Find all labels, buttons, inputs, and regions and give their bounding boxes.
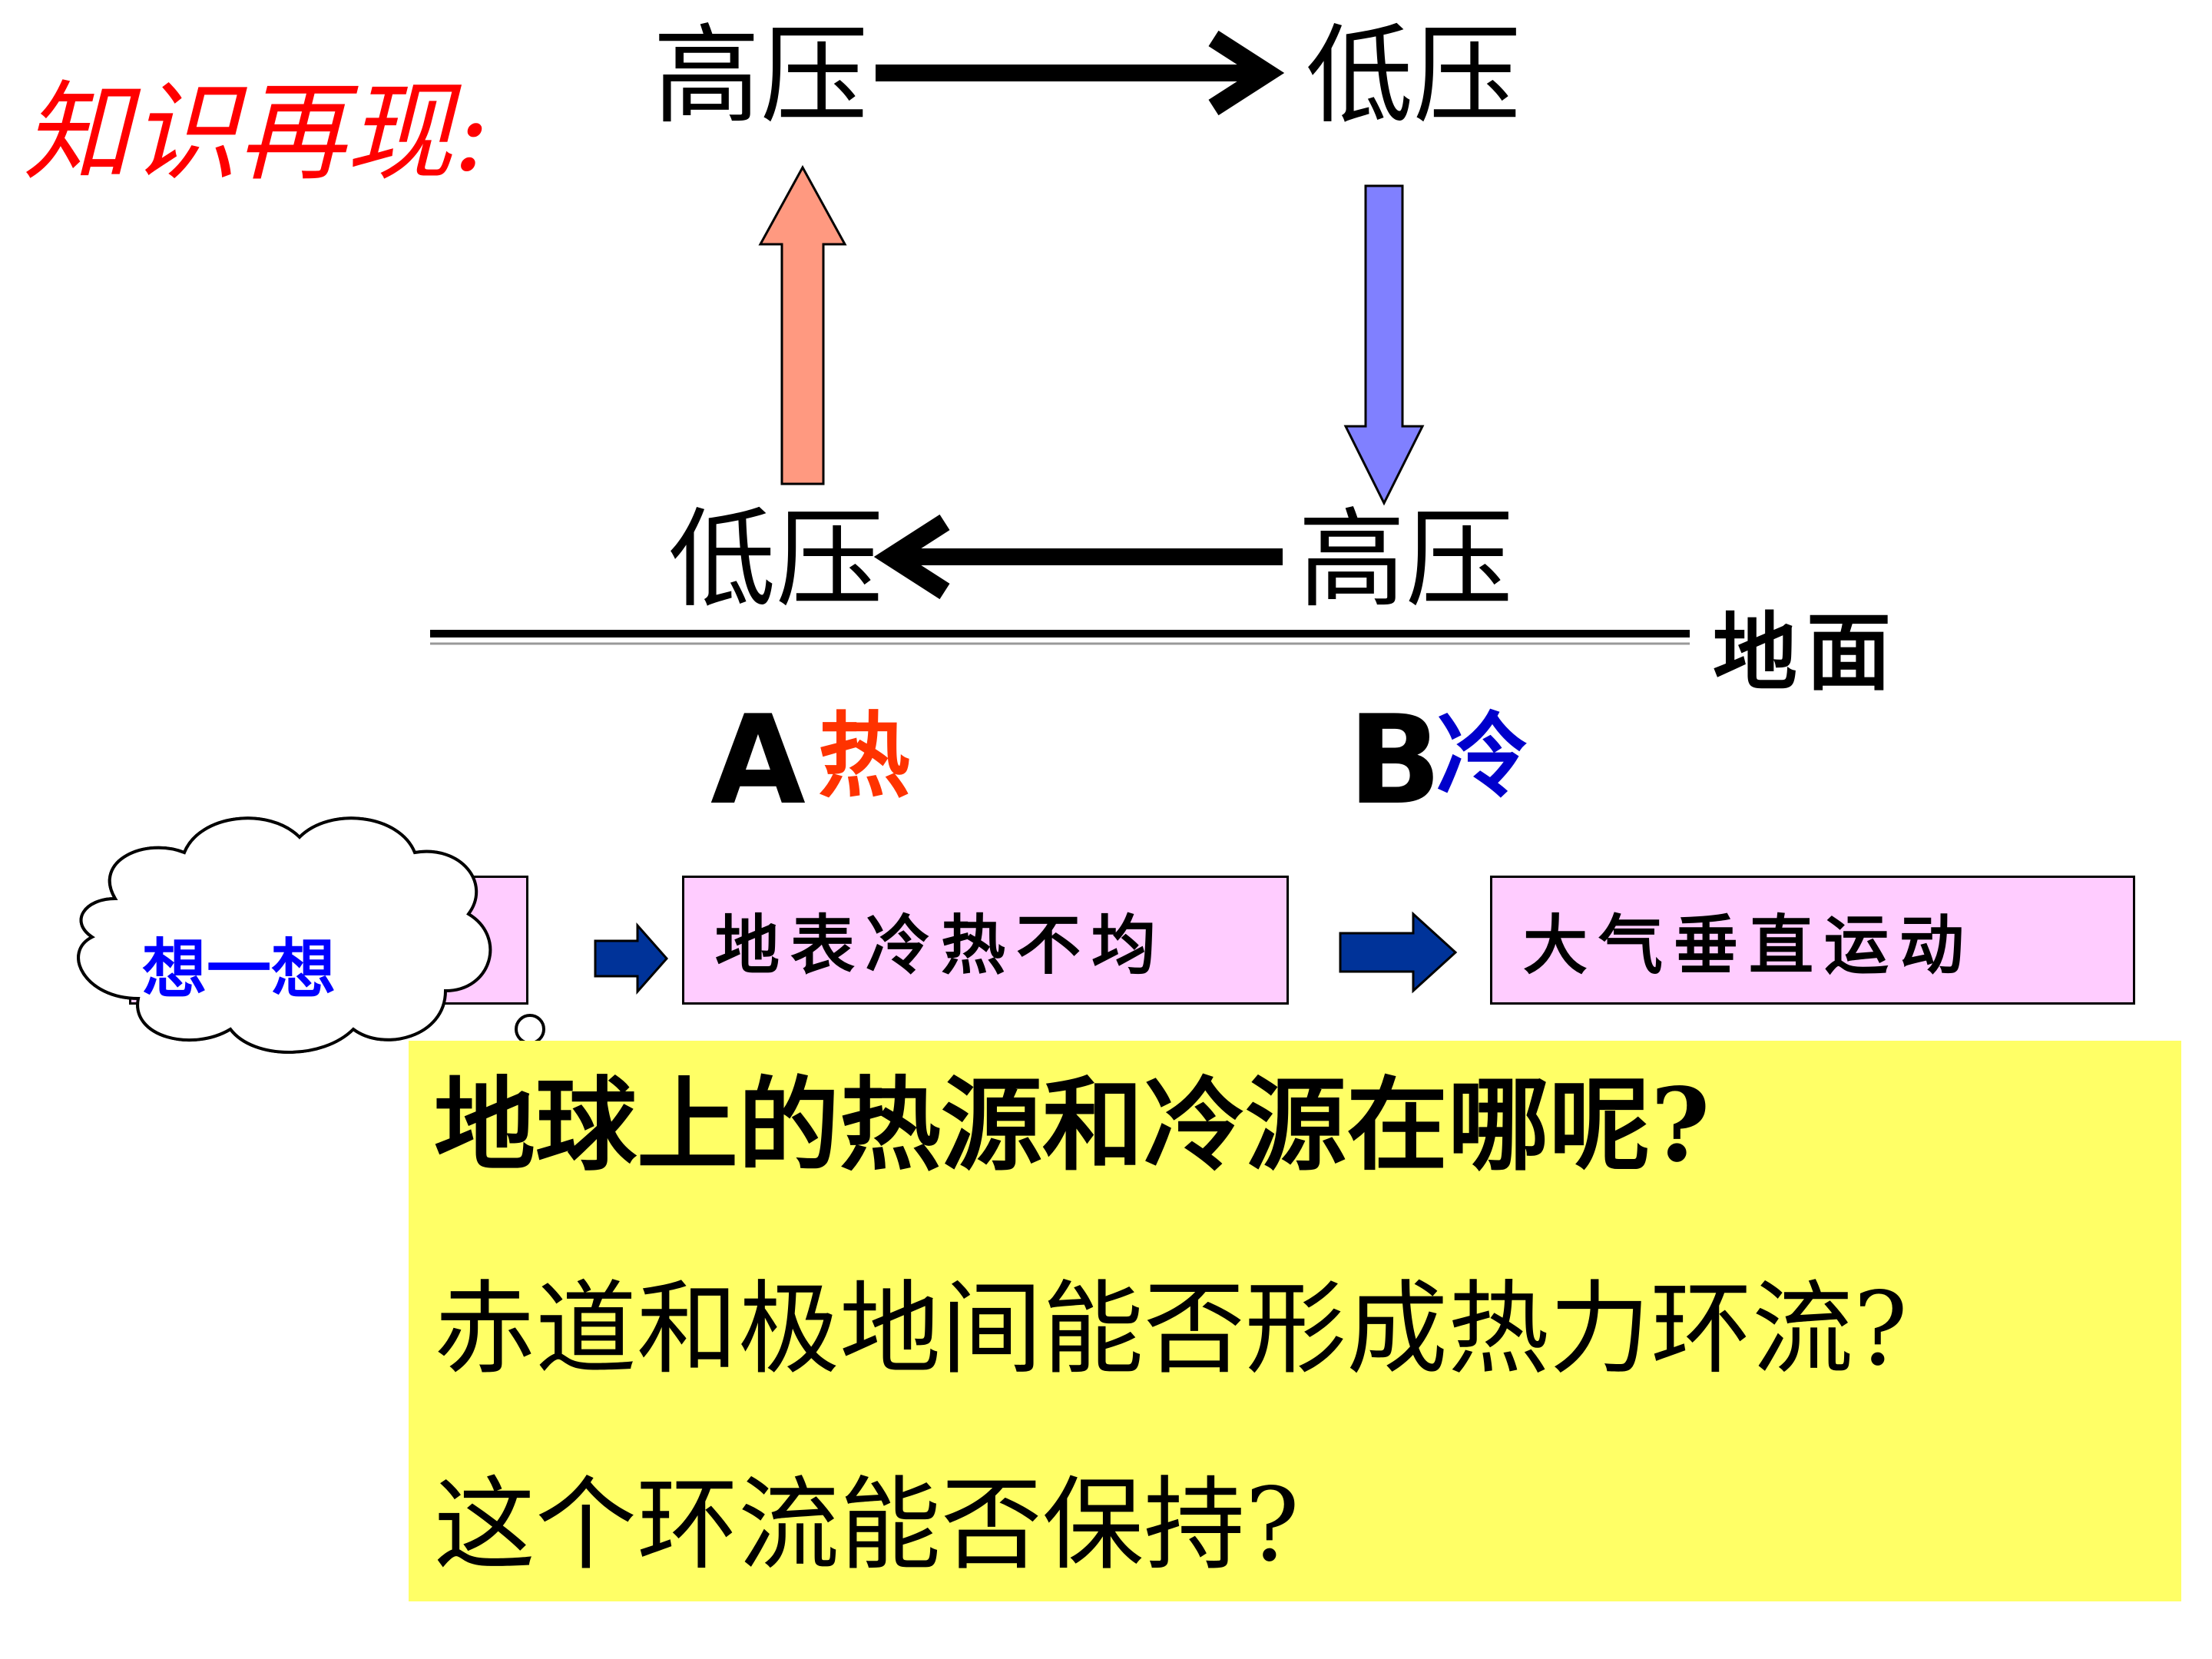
flow-arrow-1 — [594, 922, 669, 995]
pressure-bottom-right: 高压 — [1298, 498, 1514, 623]
flow-box-vertical-air-motion: 大气垂直运动 — [1490, 876, 2135, 1005]
question-panel — [409, 1041, 2181, 1601]
point-a-letter: A — [710, 688, 806, 832]
point-b-letter: B — [1348, 688, 1442, 832]
question-2: 赤道和极地间能否形成热力环流? — [434, 1270, 1908, 1389]
thought-bubble-text: 想一想 — [142, 932, 336, 1007]
pressure-top-left: 高压 — [653, 14, 869, 139]
flow-box-surface-uneven-heating: 地表冷热不均 — [682, 876, 1289, 1005]
sinking-air-arrow — [1343, 184, 1425, 506]
pressure-bottom-left: 低压 — [668, 498, 884, 623]
question-1: 地球上的热源和冷源在哪呢? — [434, 1066, 1710, 1185]
rising-air-arrow — [758, 164, 847, 485]
question-3: 这个环流能否保持? — [434, 1466, 1300, 1584]
point-b-cold-label: 冷 — [1436, 702, 1528, 810]
bottom-arrow — [873, 514, 1283, 600]
ground-label: 地面 — [1713, 603, 1900, 702]
slide-title: 知识再现: — [23, 71, 490, 196]
flow-arrow-2 — [1339, 911, 1458, 994]
pressure-top-right: 低压 — [1306, 14, 1522, 139]
point-a-hot-label: 热 — [818, 702, 910, 810]
top-arrow — [876, 30, 1285, 116]
